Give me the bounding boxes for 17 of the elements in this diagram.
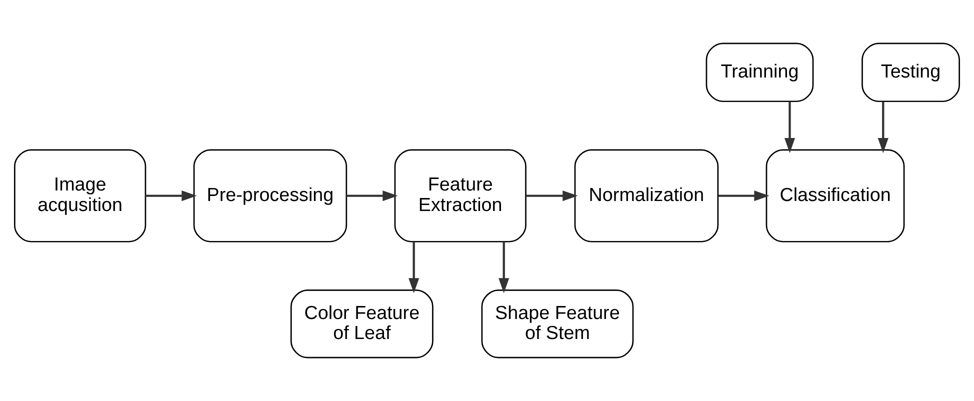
arrow [784, 102, 796, 154]
arrow [346, 190, 398, 202]
node-box: Classification [766, 149, 905, 242]
arrow [498, 242, 510, 294]
node-box: Image acqusition [14, 149, 146, 242]
node-box: Normalization [574, 149, 719, 242]
arrow [146, 190, 197, 202]
arrow [408, 242, 420, 294]
node-box: Testing [862, 42, 960, 102]
arrow [718, 190, 770, 202]
arrow [526, 190, 578, 202]
node-box: Feature Extraction [394, 149, 526, 242]
node-box: Color Feature of Leaf [290, 290, 434, 358]
node-box: Shape Feature of Stem [481, 290, 634, 358]
arrow [878, 102, 888, 154]
node-box: Trainning [706, 42, 814, 102]
node-box: Pre-processing [193, 149, 348, 242]
